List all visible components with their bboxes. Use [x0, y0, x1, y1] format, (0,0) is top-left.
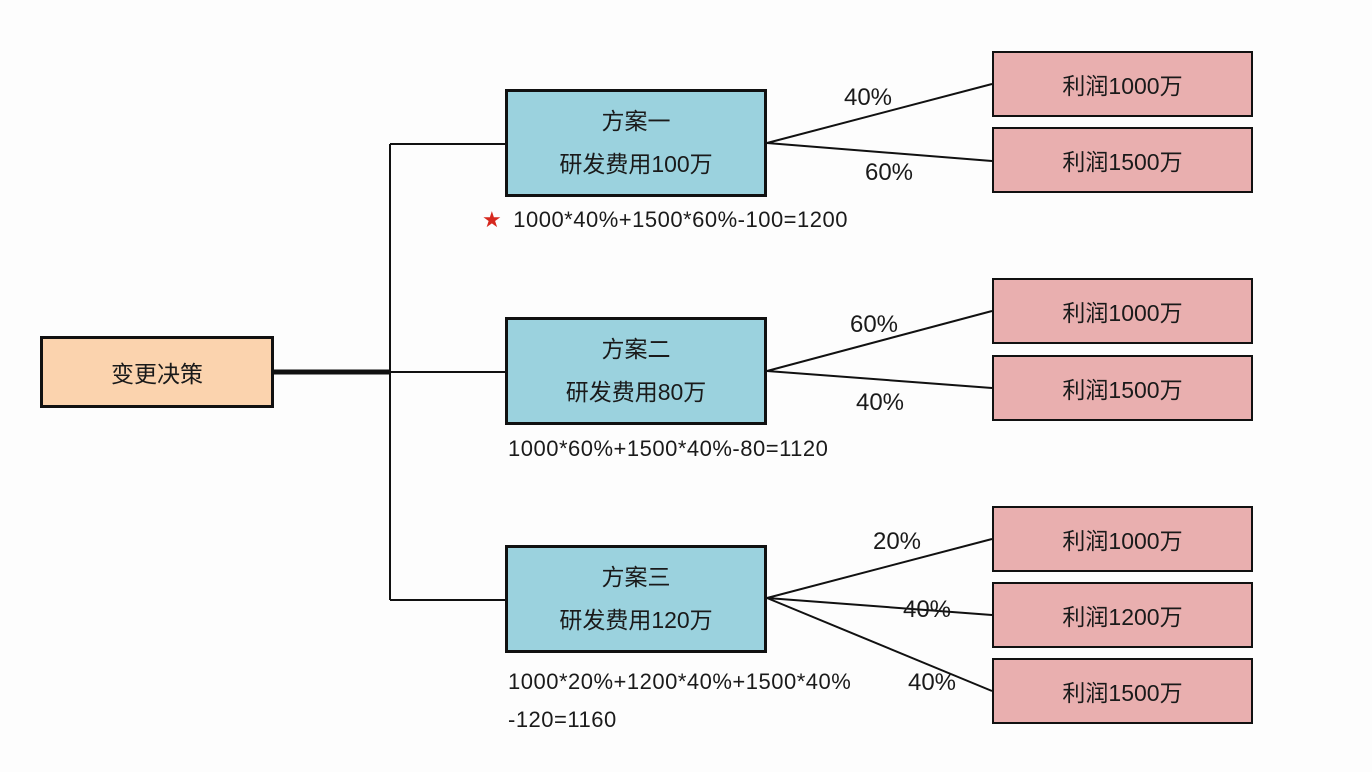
formula-text: -120=1160: [508, 707, 617, 732]
outcome-node: 利润1500万: [992, 658, 1253, 724]
root-node-decision: 变更决策: [40, 336, 274, 408]
outcome-label: 利润1000万: [1062, 300, 1183, 326]
branch-line: [766, 370, 993, 389]
outcome-node: 利润1500万: [992, 127, 1253, 193]
branch-line: [766, 597, 993, 616]
probability-label: 40%: [843, 84, 893, 111]
outcome-label: 利润1500万: [1062, 680, 1183, 706]
outcome-label: 利润1000万: [1062, 528, 1183, 554]
plan-node-3: 方案三 研发费用120万: [505, 545, 767, 653]
outcome-label: 利润1500万: [1062, 377, 1183, 403]
branch-line: [766, 597, 993, 692]
formula-text: 1000*40%+1500*60%-100=1200: [513, 207, 848, 232]
plan-title: 方案三: [601, 564, 671, 590]
probability-label: 40%: [855, 389, 905, 416]
formula-plan-3: 1000*20%+1200*40%+1500*40% -120=1160: [508, 663, 851, 739]
outcome-label: 利润1500万: [1062, 149, 1183, 175]
outcome-node: 利润1000万: [992, 278, 1253, 344]
formula-plan-1: ★ 1000*40%+1500*60%-100=1200: [482, 207, 848, 233]
branch-line: [766, 310, 993, 372]
outcome-label: 利润1200万: [1062, 604, 1183, 630]
probability-label: 60%: [864, 159, 914, 186]
formula-plan-2: 1000*60%+1500*40%-80=1120: [508, 436, 828, 462]
plan-cost: 研发费用100万: [559, 151, 713, 177]
branch-line: [766, 83, 993, 144]
probability-label: 40%: [907, 669, 957, 696]
probability-label: 20%: [872, 528, 922, 555]
outcome-label: 利润1000万: [1062, 73, 1183, 99]
formula-text: 1000*20%+1200*40%+1500*40%: [508, 669, 852, 694]
plan-node-2: 方案二 研发费用80万: [505, 317, 767, 425]
branch-line: [766, 538, 993, 599]
probability-label: 60%: [849, 311, 899, 338]
plan-node-1: 方案一 研发费用100万: [505, 89, 767, 197]
plan-title: 方案二: [601, 336, 671, 362]
outcome-node: 利润1000万: [992, 51, 1253, 117]
branch-line: [766, 142, 993, 162]
root-node-label: 变更决策: [111, 361, 203, 387]
plan-cost: 研发费用120万: [559, 607, 713, 633]
star-icon: ★: [482, 207, 503, 232]
plan-cost: 研发费用80万: [565, 379, 707, 405]
outcome-node: 利润1200万: [992, 582, 1253, 648]
plan-title: 方案一: [601, 108, 671, 134]
probability-label: 40%: [902, 596, 952, 623]
outcome-node: 利润1000万: [992, 506, 1253, 572]
formula-text: 1000*60%+1500*40%-80=1120: [508, 436, 829, 461]
outcome-node: 利润1500万: [992, 355, 1253, 421]
